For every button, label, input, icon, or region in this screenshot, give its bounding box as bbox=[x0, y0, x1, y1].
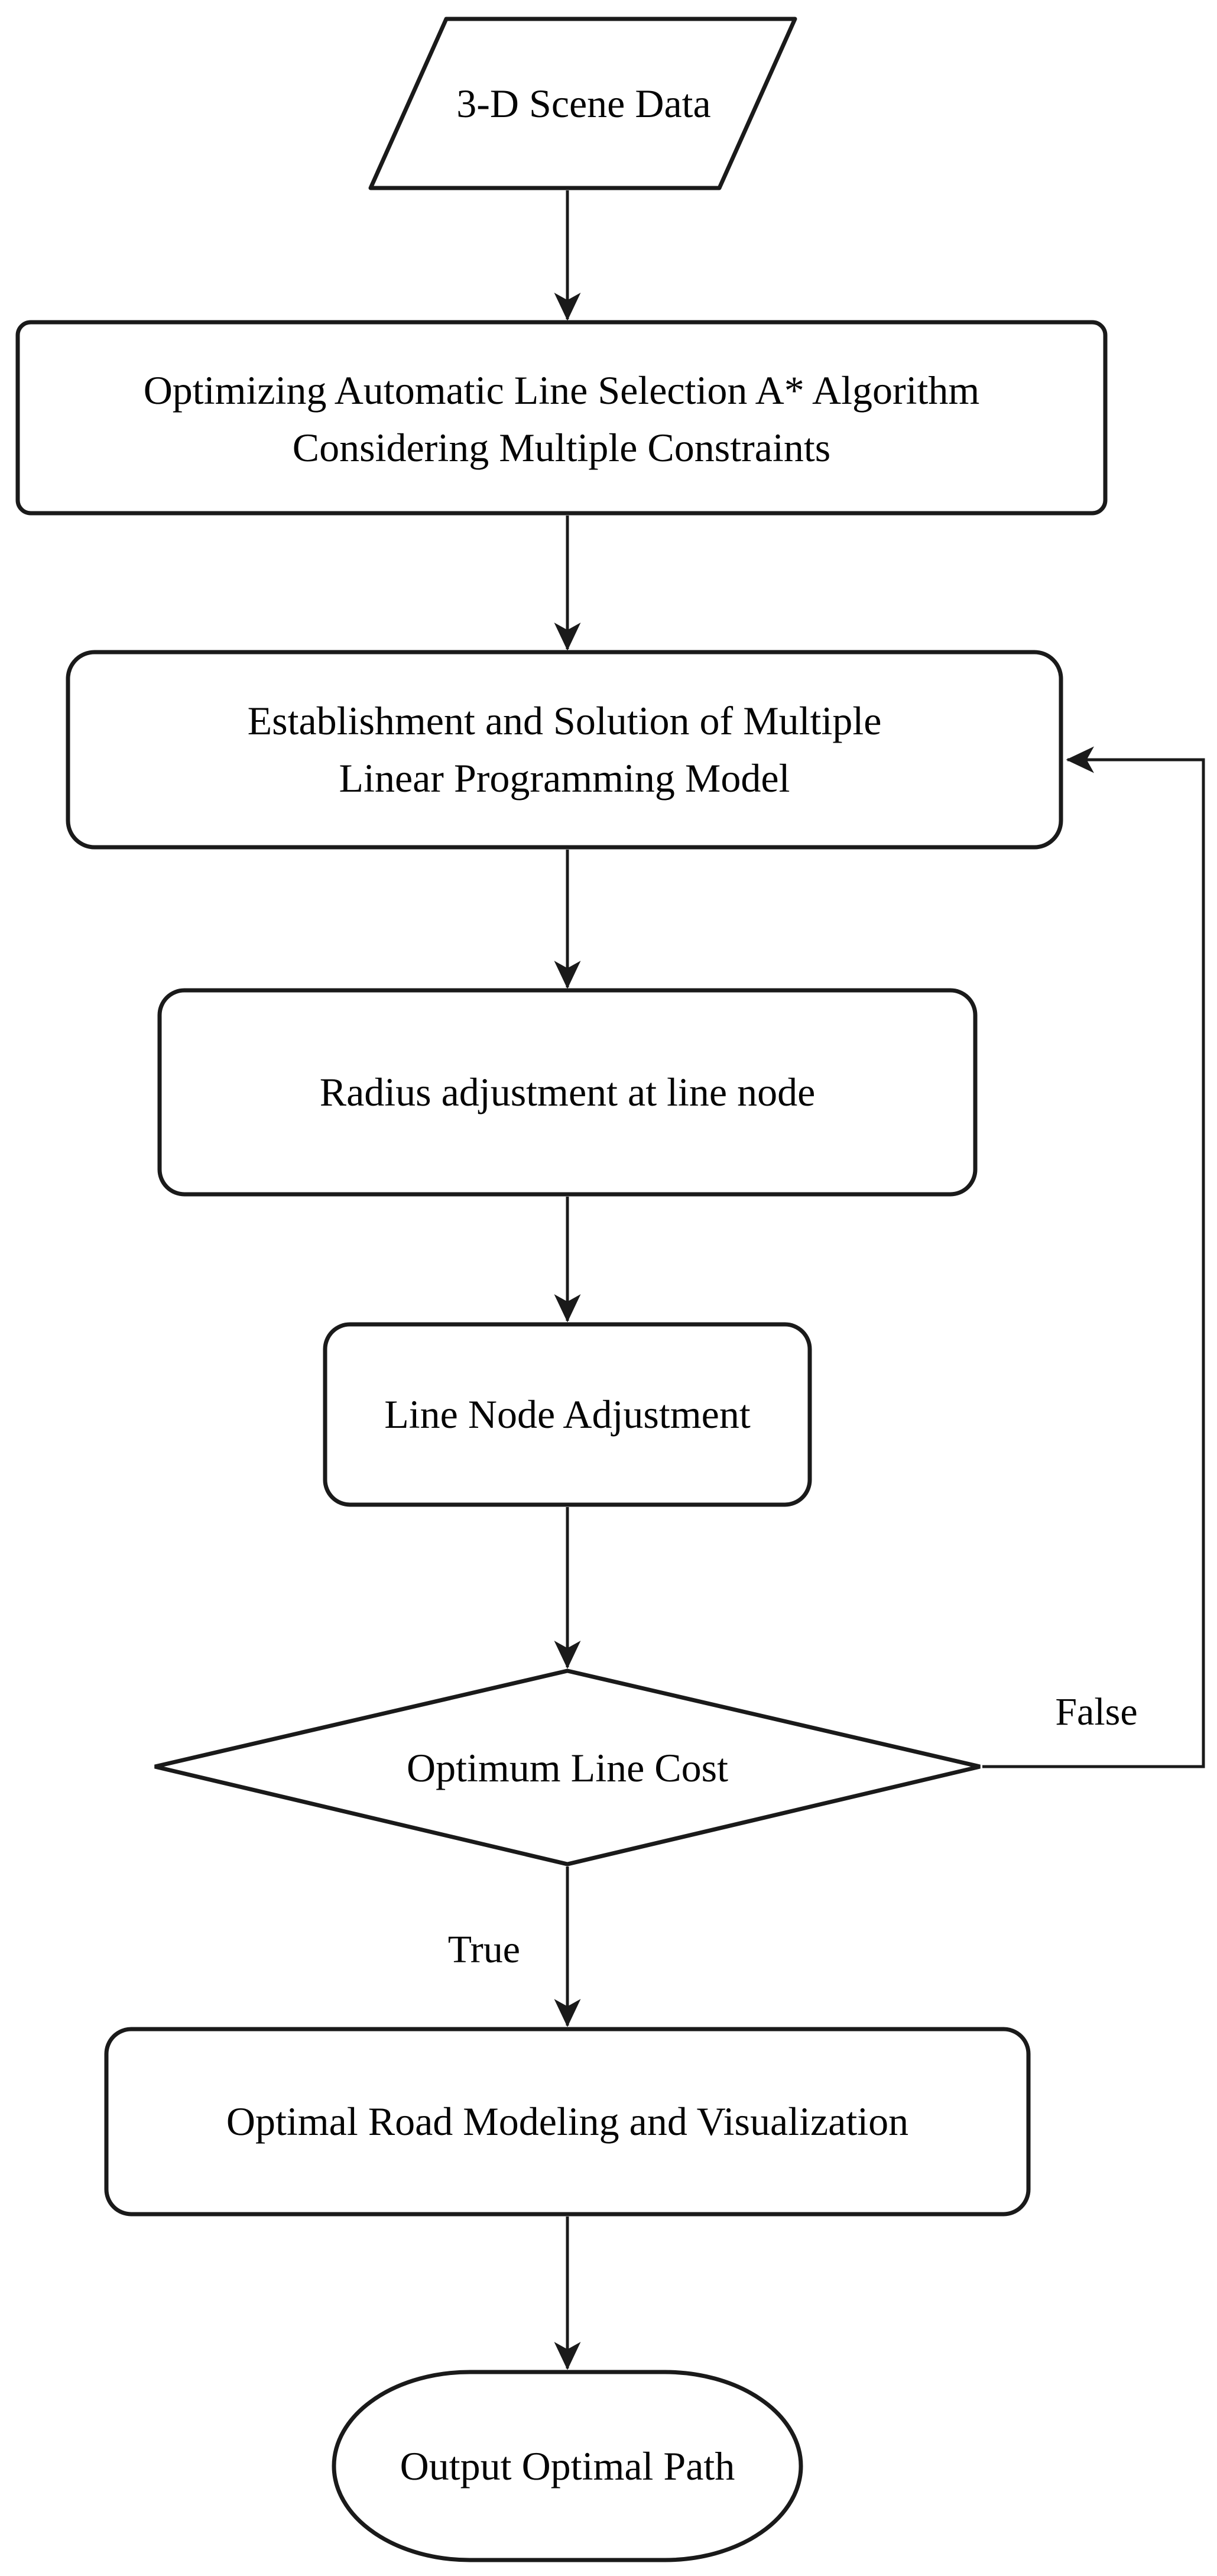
modeling-process-box bbox=[104, 2027, 1031, 2217]
output-terminator bbox=[332, 2370, 803, 2562]
optimize-process-box bbox=[15, 320, 1108, 516]
decision-diamond bbox=[154, 1668, 981, 1867]
establish-process-box bbox=[66, 650, 1063, 850]
line-node-process-box bbox=[323, 1322, 812, 1507]
scene-data-parallelogram bbox=[368, 17, 797, 190]
arrow-decision-false-to-establish bbox=[982, 746, 1205, 1768]
radius-process-box bbox=[157, 988, 978, 1197]
